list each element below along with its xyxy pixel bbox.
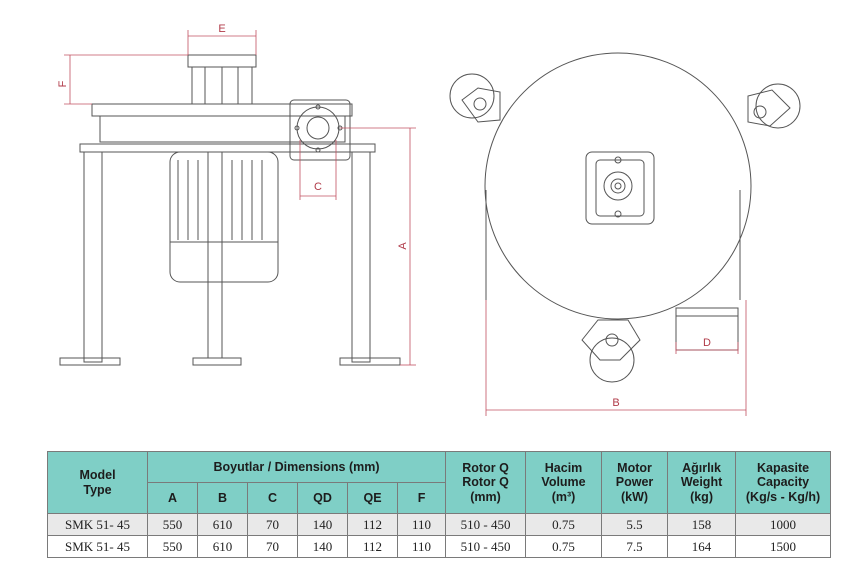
cell-capacity: 1500 — [735, 535, 832, 558]
top-hub — [585, 151, 655, 225]
cell-b: 610 — [197, 513, 248, 536]
header-weight: Ağırlık Weight (kg) — [667, 451, 737, 514]
cell-c: 70 — [247, 535, 298, 558]
cell-b: 610 — [197, 535, 248, 558]
dim-label-c: C — [314, 181, 322, 193]
header-dim-qd: QD — [297, 482, 348, 514]
cell-f: 110 — [396, 513, 447, 536]
side-foot-center — [192, 357, 242, 366]
side-dimensions — [64, 30, 416, 366]
side-leg-left — [83, 151, 103, 363]
dim-label-a: A — [397, 242, 409, 250]
dim-label-d: D — [703, 337, 711, 349]
top-lug-left — [449, 73, 495, 119]
top-view — [449, 52, 801, 383]
spec-table: Model Type Boyutlar / Dimensions (mm) Ro… — [47, 451, 832, 558]
cell-rotor: 510 - 450 — [445, 535, 527, 558]
cell-qd: 140 — [297, 535, 348, 558]
header-dim-qe: QE — [347, 482, 398, 514]
cell-f: 110 — [396, 535, 447, 558]
technical-drawing: E F C A B — [57, 23, 801, 416]
header-volume: Hacim Volume (m³) — [525, 451, 603, 514]
top-drum — [484, 52, 752, 320]
cell-weight: 164 — [667, 535, 737, 558]
side-leg-right — [351, 151, 371, 363]
dim-label-e: E — [218, 23, 225, 35]
side-flange-ring — [296, 106, 340, 150]
top-hub-ring — [603, 171, 633, 201]
top-dimensions — [485, 300, 747, 416]
side-top-plate — [91, 103, 353, 117]
side-foot-right — [339, 357, 401, 366]
side-drive-cap — [187, 54, 257, 68]
header-dim-b: B — [197, 482, 248, 514]
cell-c: 70 — [247, 513, 298, 536]
side-flange-bore — [306, 116, 330, 140]
top-lug-right — [755, 83, 801, 129]
dim-label-f: F — [57, 80, 69, 87]
side-housing — [99, 115, 346, 143]
cell-qe: 112 — [347, 535, 398, 558]
cell-volume: 0.75 — [525, 513, 603, 536]
cell-model: SMK 51- 45 — [47, 513, 148, 536]
cell-weight: 158 — [667, 513, 737, 536]
side-flange — [289, 99, 351, 161]
dim-label-b: B — [612, 397, 619, 409]
cell-capacity: 1000 — [735, 513, 832, 536]
table-row: SMK 51- 45 550 610 70 140 112 110 510 - … — [47, 535, 832, 558]
header-dim-a: A — [147, 482, 198, 514]
table-row: SMK 51- 45 550 610 70 140 112 110 510 - … — [47, 513, 832, 536]
side-view — [59, 54, 401, 366]
header-power: Motor Power (kW) — [601, 451, 669, 514]
header-capacity: Kapasite Capacity (Kg/s - Kg/h) — [735, 451, 832, 514]
side-motor — [169, 151, 279, 283]
side-center-post — [207, 151, 223, 359]
header-dim-c: C — [247, 482, 298, 514]
cell-qe: 112 — [347, 513, 398, 536]
cell-model: SMK 51- 45 — [47, 535, 148, 558]
header-rotor: Rotor Q Rotor Q (mm) — [445, 451, 527, 514]
cell-volume: 0.75 — [525, 535, 603, 558]
cell-rotor: 510 - 450 — [445, 513, 527, 536]
cell-qd: 140 — [297, 513, 348, 536]
cell-a: 550 — [147, 535, 198, 558]
header-model-type: Model Type — [47, 451, 148, 514]
side-foot-left — [59, 357, 121, 366]
header-dimensions: Boyutlar / Dimensions (mm) — [146, 451, 447, 483]
cell-power: 5.5 — [601, 513, 669, 536]
header-dim-f: F — [396, 482, 447, 514]
cell-a: 550 — [147, 513, 198, 536]
cell-power: 7.5 — [601, 535, 669, 558]
top-lug-bottom — [589, 337, 635, 383]
